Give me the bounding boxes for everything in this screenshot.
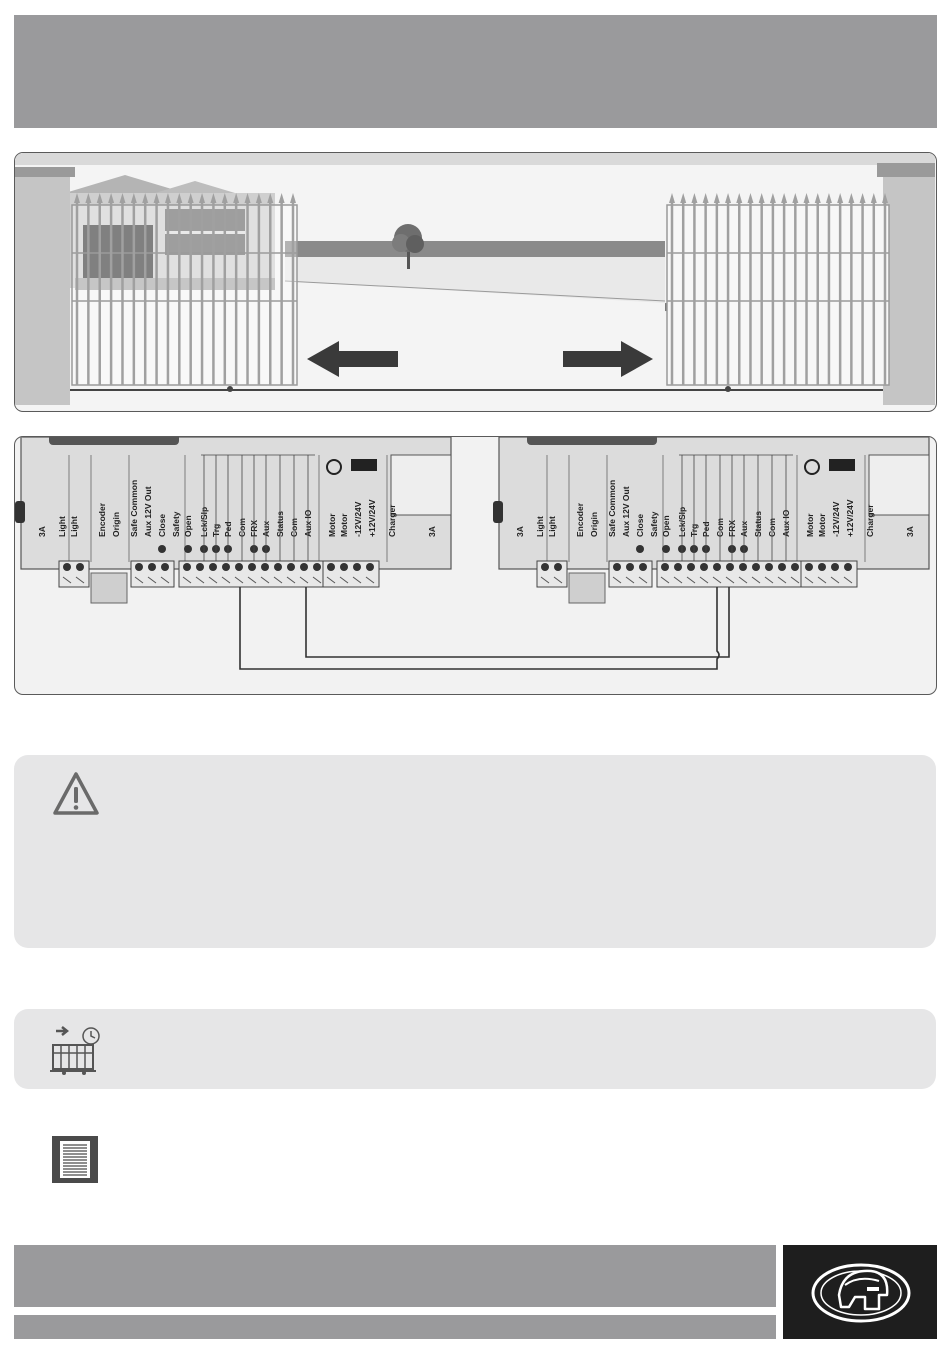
gate-illustration (14, 152, 937, 412)
terminal-label: 3A (905, 526, 915, 537)
terminal-label: 3A (37, 526, 47, 537)
terminal-label: Close (635, 514, 645, 537)
terminal-label: Safe Common (607, 480, 617, 537)
terminal-label: Motor (339, 513, 349, 537)
terminal-label: Motor (817, 513, 827, 537)
terminal-label: 3A (515, 526, 525, 537)
footer-band (14, 1245, 776, 1307)
terminal-label: Light (57, 516, 67, 537)
arrow-left-icon (307, 341, 398, 377)
document-icon (52, 1136, 98, 1183)
terminal-label: Safety (649, 511, 659, 537)
arrow-right-icon (563, 341, 653, 377)
centurion-helmet-logo-icon (811, 1263, 911, 1323)
terminal-label: Light (535, 516, 545, 537)
terminal-label: Safe Common (129, 480, 139, 537)
terminal-label: Motor (805, 513, 815, 537)
gate-timer-icon (50, 1026, 100, 1075)
right-gate (666, 204, 890, 386)
terminal-label: Origin (111, 512, 121, 537)
terminal-label: Aux 12V Out (621, 486, 631, 537)
terminal-label: Encoder (575, 502, 585, 537)
terminal-label: Aux 12V Out (143, 486, 153, 537)
footer-strip (14, 1315, 776, 1339)
left-gate (71, 204, 298, 386)
terminal-label: +12V/24V (845, 499, 855, 537)
gate-timer-note (14, 1009, 936, 1089)
terminal-label: Charger (865, 504, 875, 537)
terminal-label: Open (661, 515, 671, 537)
warning-triangle-icon (53, 772, 99, 815)
terminal-label: Origin (589, 512, 599, 537)
logo-box (783, 1245, 937, 1339)
terminal-label: Light (547, 516, 557, 537)
terminal-label: Motor (327, 513, 337, 537)
terminal-label: -12V/24V (831, 501, 841, 537)
terminal-label: Light (69, 516, 79, 537)
interconnect-wires (239, 587, 730, 670)
terminal-label: Charger (387, 504, 397, 537)
warning-note (14, 755, 936, 948)
terminal-label: +12V/24V (367, 499, 377, 537)
terminal-label: -12V/24V (353, 501, 363, 537)
terminal-label: Close (157, 514, 167, 537)
terminal-label: 3A (427, 526, 437, 537)
header-band (14, 15, 937, 128)
terminal-label: Encoder (97, 502, 107, 537)
terminal-label: Safety (171, 511, 181, 537)
terminal-label: Open (183, 515, 193, 537)
